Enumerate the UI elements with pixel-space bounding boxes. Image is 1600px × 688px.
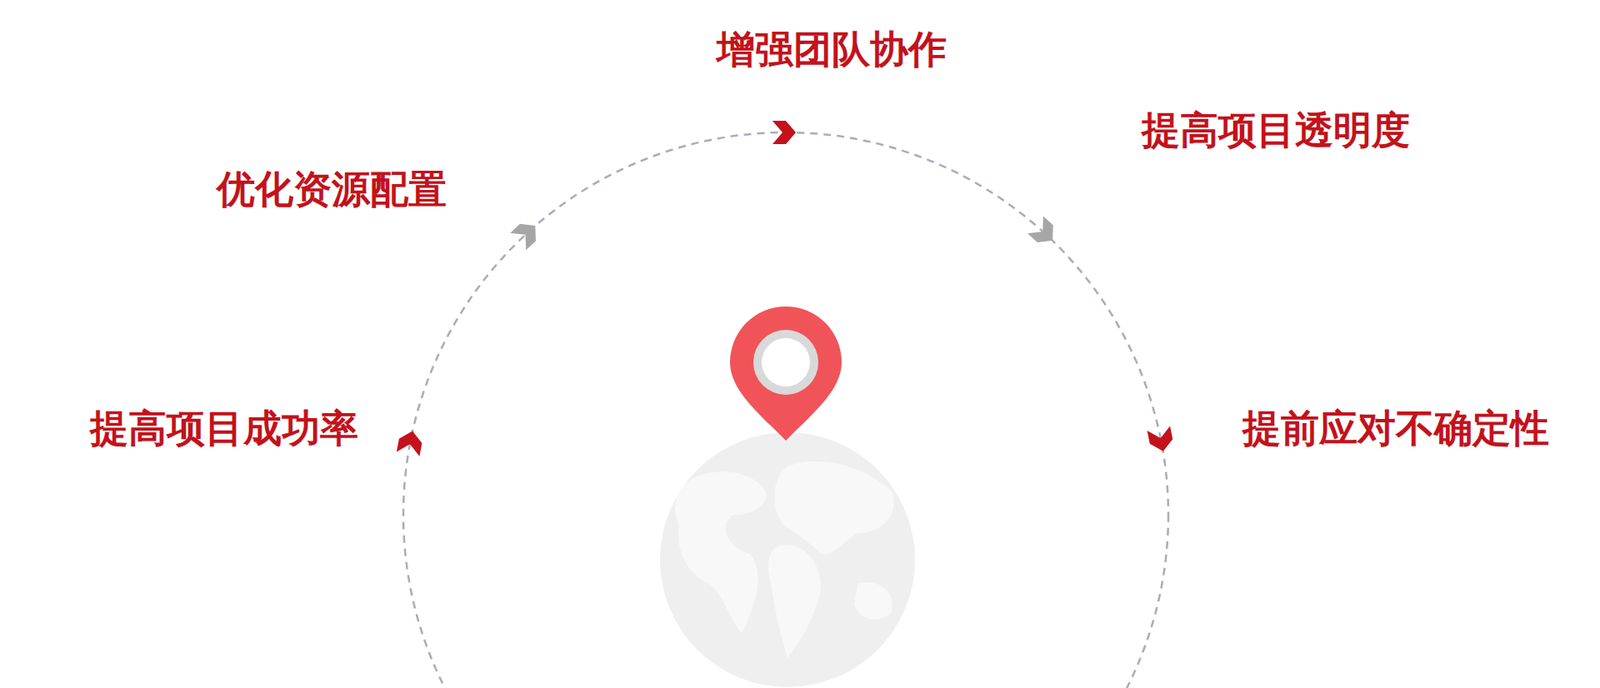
map-pin — [730, 306, 842, 441]
chevrons — [396, 120, 1175, 457]
pin-body — [730, 306, 842, 441]
benefit-label: 提高项目成功率 — [90, 407, 359, 450]
benefit-label: 提高项目透明度 — [1141, 109, 1410, 152]
pin-ring — [753, 330, 819, 395]
globe — [660, 432, 915, 688]
chevron-arrow — [396, 429, 425, 457]
continent — [768, 545, 821, 659]
benefit-label: 提前应对不确定性 — [1242, 407, 1550, 450]
benefit-label: 优化资源配置 — [216, 168, 447, 211]
chevron-arrow — [510, 217, 544, 251]
chevron-arrow — [1147, 426, 1175, 455]
chevron-arrow — [772, 120, 796, 145]
continent — [675, 471, 767, 634]
globe-disc — [660, 432, 915, 688]
pin-hole — [761, 338, 810, 387]
chevron-arrow — [1027, 216, 1061, 250]
continent — [774, 461, 894, 555]
benefit-label: 增强团队协作 — [716, 28, 947, 71]
dashed-orbit — [403, 132, 1169, 688]
continent — [854, 582, 893, 620]
